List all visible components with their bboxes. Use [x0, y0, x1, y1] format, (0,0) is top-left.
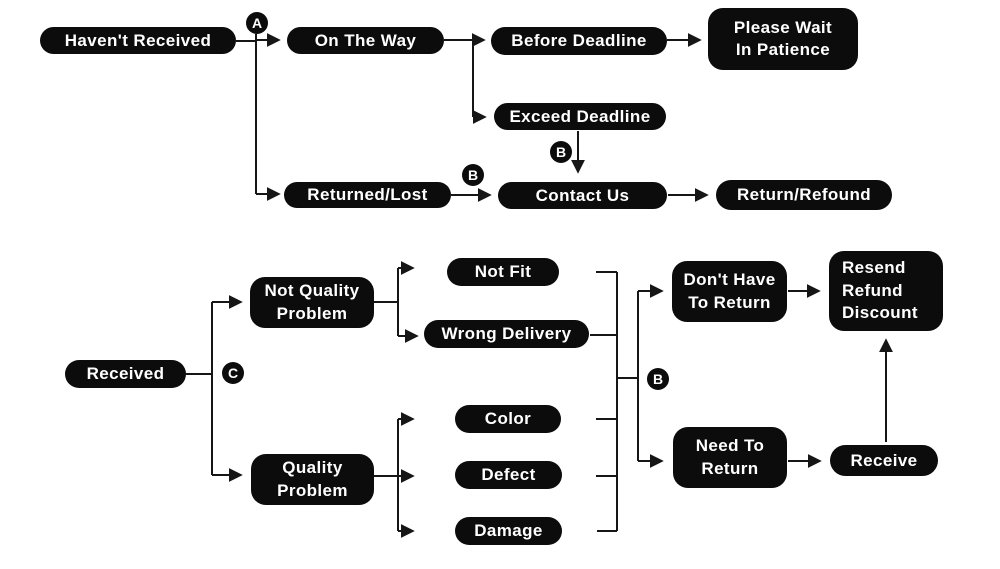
node-color: Color [455, 405, 561, 433]
node-label: Need To Return [695, 436, 765, 478]
node-wrong-delivery: Wrong Delivery [424, 320, 589, 348]
node-exceed-deadline: Exceed Deadline [494, 103, 666, 130]
badge-b-return-branch: B [647, 368, 669, 390]
node-label: Contact Us [535, 185, 630, 205]
node-label: Wrong Delivery [441, 324, 572, 343]
node-label: Defect [481, 465, 536, 484]
badge-a: A [246, 12, 268, 34]
node-label: Don't Have To Return [683, 270, 776, 312]
badge-c: C [222, 362, 244, 384]
node-quality-problem: Quality Problem [251, 454, 374, 505]
node-havent-received: Haven't Received [40, 27, 236, 54]
node-label: Exceed Deadline [509, 106, 651, 126]
node-label: Returned/Lost [307, 185, 428, 204]
node-before-deadline: Before Deadline [491, 27, 667, 55]
node-label: Color [484, 409, 532, 428]
node-label: Haven't Received [64, 30, 212, 50]
node-contact-us: Contact Us [498, 182, 667, 209]
node-return-refound: Return/Refound [716, 180, 892, 210]
node-label: Not Fit [474, 262, 532, 281]
node-on-the-way: On The Way [287, 27, 444, 54]
node-label: Please Wait In Patience [733, 17, 833, 59]
node-dont-have-to-return: Don't Have To Return [672, 261, 787, 322]
node-not-fit: Not Fit [447, 258, 559, 286]
badge-b-returned-contact: B [462, 164, 484, 186]
badge-b-exceed-contact: B [550, 141, 572, 163]
node-label: Received [86, 364, 165, 383]
node-label: Resend Refund Discount [842, 258, 918, 323]
node-returned-lost: Returned/Lost [284, 182, 451, 208]
node-label: Quality Problem [277, 458, 348, 500]
node-not-quality-problem: Not Quality Problem [250, 277, 374, 328]
node-label: Not Quality Problem [264, 281, 360, 323]
node-receive: Receive [830, 445, 938, 476]
node-label: Return/Refound [736, 185, 872, 204]
node-label: Receive [850, 450, 918, 470]
node-label: On The Way [314, 30, 417, 50]
node-resend-refund-discount: Resend Refund Discount [829, 251, 943, 331]
node-damage: Damage [455, 517, 562, 545]
node-label: Before Deadline [511, 31, 647, 50]
node-need-to-return: Need To Return [673, 427, 787, 488]
node-label: Damage [474, 521, 543, 540]
node-received: Received [65, 360, 186, 388]
node-defect: Defect [455, 461, 562, 489]
node-please-wait-in-patience: Please Wait In Patience [708, 8, 858, 70]
